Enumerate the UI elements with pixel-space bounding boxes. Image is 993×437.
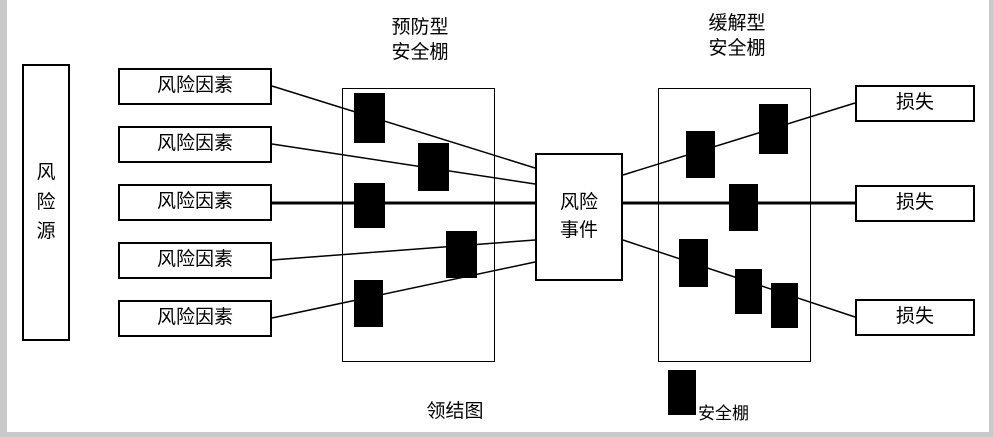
barrier-block [418, 143, 449, 191]
barrier-block [686, 131, 715, 178]
loss-label: 损失 [895, 306, 934, 328]
risk-source-box: 风 险 源 [22, 64, 70, 341]
page-edge-left [0, 0, 7, 437]
right-connector-1 [622, 102, 856, 176]
page-edge-bottom [0, 432, 993, 437]
risk-event-label: 风险 事件 [559, 191, 598, 242]
barrier-block [354, 93, 385, 143]
loss-label: 损失 [895, 92, 934, 114]
diagram-caption: 领结图 [426, 401, 484, 422]
legend-label: 安全棚 [698, 404, 749, 423]
loss-box: 损失 [855, 185, 975, 222]
barrier-block [729, 184, 758, 231]
barrier-block [771, 283, 798, 328]
risk-source-label: 风 险 源 [36, 162, 56, 243]
left-connector-1 [271, 85, 536, 169]
left-connector-2 [271, 143, 536, 185]
risk-factor-box: 风险因素 [118, 68, 272, 105]
preventive-barrier-container [342, 88, 495, 362]
mitigative-barrier-title: 缓解型 安全棚 [708, 13, 766, 59]
barrier-block [354, 280, 383, 327]
left-connector-4 [271, 239, 536, 261]
risk-factor-label: 风险因素 [156, 307, 233, 329]
mitigative-barrier-container [658, 88, 811, 362]
risk-factor-label: 风险因素 [156, 133, 233, 155]
barrier-block [759, 104, 788, 154]
loss-box: 损失 [855, 299, 975, 336]
legend-barrier-swatch [668, 370, 696, 415]
barrier-block [446, 231, 477, 278]
page-edge-right [989, 0, 993, 437]
risk-factor-label: 风险因素 [156, 75, 233, 97]
preventive-barrier-title: 预防型 安全棚 [391, 17, 449, 63]
risk-factor-box: 风险因素 [118, 300, 272, 337]
risk-factor-box: 风险因素 [118, 242, 272, 279]
risk-factor-label: 风险因素 [156, 249, 233, 271]
barrier-block [679, 239, 708, 287]
loss-label: 损失 [895, 192, 934, 214]
risk-factor-label: 风险因素 [156, 191, 233, 213]
risk-factor-box: 风险因素 [118, 184, 272, 221]
risk-factor-box: 风险因素 [118, 126, 272, 163]
loss-box: 损失 [855, 85, 975, 122]
left-connector-5 [271, 261, 536, 319]
risk-event-box: 风险 事件 [535, 153, 623, 281]
barrier-block [354, 183, 385, 228]
barrier-block [735, 269, 762, 314]
